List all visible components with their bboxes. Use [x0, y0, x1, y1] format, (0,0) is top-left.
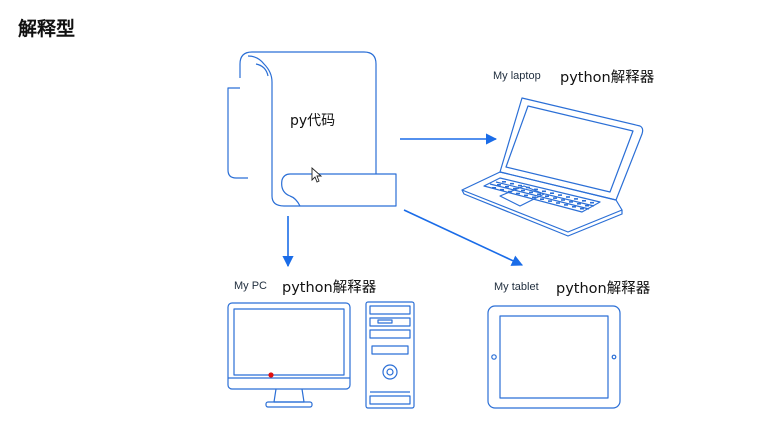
keyboard-key [545, 195, 549, 197]
pc-interpreter-label: python解释器 [282, 280, 377, 296]
keyboard-key [556, 202, 560, 204]
keyboard-key [550, 192, 554, 194]
keyboard-key [590, 201, 594, 204]
keyboard-key [529, 191, 533, 194]
keyboard-key [537, 193, 541, 196]
keyboard-key [580, 207, 584, 210]
scroll-document-icon [227, 51, 397, 207]
pc-tower-icon [365, 301, 415, 409]
laptop-device-label: My laptop [493, 70, 541, 82]
keyboard-key [566, 196, 570, 198]
keyboard-key [500, 188, 504, 191]
keyboard-key [572, 206, 576, 208]
keyboard-key [558, 194, 562, 196]
pc-device-label: My PC [234, 280, 267, 292]
keyboard-key [582, 200, 586, 202]
keyboard-key [532, 196, 536, 199]
tablet-device-label: My tablet [494, 281, 539, 293]
keyboard-key [574, 198, 578, 200]
page-title: 解释型 [18, 18, 76, 40]
keyboard-key [497, 184, 501, 186]
laptop-interpreter-label: python解释器 [560, 70, 655, 86]
keyboard-key [516, 192, 520, 195]
pointer-dot [268, 372, 274, 378]
arrow-to-tablet [403, 209, 524, 266]
keyboard-key [553, 197, 557, 199]
source-code-label: py代码 [290, 113, 336, 129]
keyboard-key [561, 199, 565, 201]
laptop-keyboard-keys [492, 181, 594, 210]
keyboard-key [534, 188, 538, 191]
tablet-icon [487, 305, 621, 409]
keyboard-key [524, 194, 528, 197]
keyboard-key [542, 190, 546, 193]
keyboard-key [577, 203, 581, 205]
keyboard-key [513, 187, 517, 190]
monitor-icon [227, 302, 351, 408]
keyboard-key [526, 186, 530, 189]
keyboard-key [521, 189, 525, 192]
keyboard-key [502, 181, 506, 183]
keyboard-key [540, 198, 544, 200]
keyboard-key [492, 187, 496, 189]
keyboard-key [564, 204, 568, 206]
mouse-cursor-icon [311, 166, 323, 183]
keyboard-key [505, 185, 509, 188]
keyboard-key [585, 204, 589, 207]
keyboard-key [518, 184, 522, 187]
keyboard-key [548, 200, 552, 202]
keyboard-key [569, 201, 573, 203]
laptop-icon [461, 97, 644, 237]
keyboard-key [510, 182, 514, 185]
tablet-interpreter-label: python解释器 [556, 281, 651, 297]
keyboard-key [508, 190, 512, 193]
